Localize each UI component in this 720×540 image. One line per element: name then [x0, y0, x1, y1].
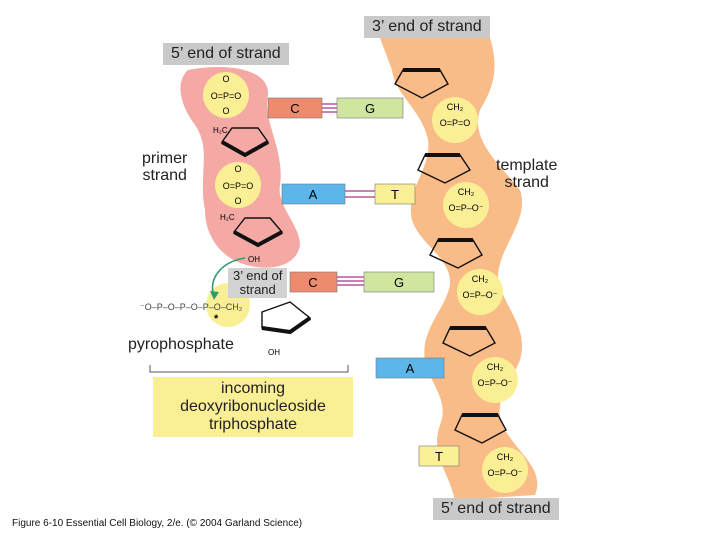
incoming-line-2: deoxyribonucleoside	[180, 398, 326, 415]
template-sugar-1	[394, 68, 449, 99]
incoming-bracket	[149, 365, 349, 373]
primer-strand-line-2: strand	[142, 167, 187, 184]
template-base-1: G	[365, 101, 375, 116]
template-base-2-box	[374, 183, 416, 205]
primer-p2-mid: O=P=O	[223, 181, 254, 191]
template-phosphate-2: CH₂ O=P–O⁻	[443, 182, 489, 228]
primer-phosphate-2: O O=P=O O	[215, 162, 261, 208]
template-base-2: T	[391, 187, 399, 202]
hbonds-row-1	[322, 103, 337, 113]
incoming-3prime-oh: OH	[268, 348, 280, 357]
template-phosphate-4: CH₂ O=P–O⁻	[472, 357, 518, 403]
hbonds-row-2	[345, 190, 375, 198]
five-prime-end-bottom-label: 5’ end of strand	[433, 498, 559, 520]
primer-3prime-oh: OH	[248, 255, 260, 264]
template-p1-ch2: CH₂	[447, 102, 464, 112]
primer-strand-line-1: primer	[142, 150, 188, 167]
template-p2-ch2: CH₂	[458, 187, 475, 197]
template-strand-line-1: template	[496, 157, 558, 174]
primer-p1-o-bottom: O	[222, 106, 229, 116]
primer-p2-o-bottom: O	[234, 196, 241, 206]
three-prime-mid-line-1: 3’ end of	[233, 268, 283, 283]
primer-base-1-box	[267, 97, 323, 119]
template-phosphate-5: CH₂ O=P–O⁻	[482, 447, 528, 493]
incoming-line-3: triphosphate	[208, 416, 298, 433]
template-p3-mid: O=P–O⁻	[462, 290, 497, 300]
template-strand-line-2: strand	[504, 174, 549, 191]
primer-p1-mid: O=P=O	[211, 91, 242, 101]
pyrophosphate-label: pyrophosphate	[128, 336, 234, 353]
primer-base-3: C	[308, 275, 317, 290]
template-phosphate-3: CH₂ O=P–O⁻	[457, 269, 503, 315]
template-sugar-3	[429, 238, 483, 269]
figure-caption: Figure 6-10 Essential Cell Biology, 2/e.…	[12, 518, 303, 529]
three-prime-end-top-label: 3’ end of strand	[364, 16, 490, 38]
hbonds-row-3	[337, 276, 364, 286]
template-p2-mid: O=P–O⁻	[448, 203, 483, 213]
incoming-nucleotide-label: incoming deoxyribonucleoside triphosphat…	[153, 377, 353, 437]
template-sugar-5	[454, 413, 507, 444]
incoming-line-1: incoming	[220, 380, 286, 397]
template-sugar-4	[442, 326, 496, 357]
primer-base-2-box	[281, 183, 346, 205]
primer-base-2: A	[309, 187, 318, 202]
five-prime-end-top-label: 5’ end of strand	[163, 43, 289, 65]
template-p5-mid: O=P–O⁻	[487, 468, 522, 478]
template-p1-mid: O=P=O	[440, 118, 471, 128]
template-p3-ch2: CH₂	[472, 274, 489, 284]
template-p4-ch2: CH₂	[487, 362, 504, 372]
primer-phosphate-1: O O=P=O O	[203, 72, 249, 118]
template-p5-ch2: CH₂	[497, 452, 514, 462]
template-base-4: A	[406, 361, 415, 376]
template-base-5: T	[435, 449, 443, 464]
primer-sugar-2-h2c: H₂C	[220, 213, 235, 222]
three-prime-mid-line-2: strand	[239, 282, 276, 297]
pyrophosphate-chain: ⁻O–P–O–P–O–P–O–CH₂	[140, 302, 243, 312]
reaction-star: *	[214, 313, 219, 325]
template-sugar-2	[417, 153, 472, 184]
three-prime-end-mid-label: 3’ end of strand	[228, 268, 288, 298]
primer-sugar-1	[220, 127, 270, 158]
attack-arrow-head	[210, 291, 219, 300]
template-phosphate-1: CH₂ O=P=O	[432, 97, 478, 143]
primer-sugar-1-h2c: H₂C	[213, 126, 228, 135]
template-p4-mid: O=P–O⁻	[477, 378, 512, 388]
template-base-4-box	[375, 357, 445, 379]
template-base-3: G	[394, 275, 404, 290]
template-strand-label: template strand	[496, 157, 557, 191]
primer-strand-label: primer strand	[142, 150, 187, 184]
template-base-3-box	[363, 271, 435, 293]
primer-p1-o-top: O	[222, 74, 229, 84]
incoming-sugar	[261, 301, 312, 335]
primer-base-1: C	[290, 101, 299, 116]
primer-base-3-box	[289, 271, 338, 293]
primer-p2-o-top: O	[234, 164, 241, 174]
template-base-5-box	[418, 445, 460, 467]
template-base-1-box	[336, 97, 404, 119]
primer-sugar-2	[232, 217, 284, 248]
